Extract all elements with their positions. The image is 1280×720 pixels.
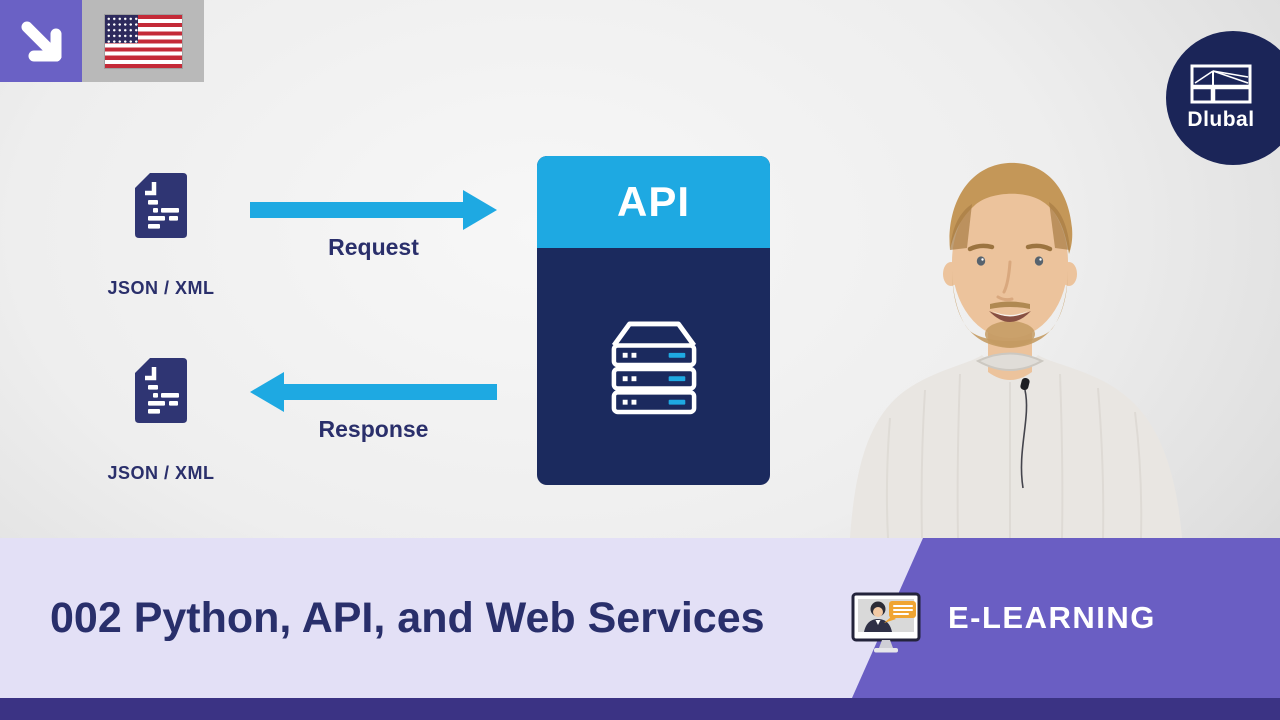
- server-stack-icon: [611, 321, 696, 414]
- json-xml-document-icon: [135, 173, 187, 238]
- api-box-title: API: [537, 156, 770, 248]
- video-title: 002 Python, API, and Web Services: [50, 593, 765, 642]
- fullscreen-corner-button[interactable]: [0, 0, 82, 82]
- output-doc-label: JSON / XML: [107, 463, 215, 483]
- input-doc-label: JSON / XML: [107, 278, 215, 298]
- json-xml-document-icon: [135, 358, 187, 423]
- dlubal-logo-text: Dlubal: [1187, 108, 1255, 131]
- bottom-accent-strip: [0, 698, 1280, 720]
- us-flag-icon: [104, 14, 182, 68]
- dlubal-logo-badge: Dlubal: [1166, 31, 1280, 165]
- presenter-photo: [850, 162, 1182, 538]
- request-label: Request: [328, 234, 419, 260]
- language-flag-button[interactable]: [82, 0, 204, 82]
- response-arrow-icon: [250, 372, 497, 412]
- elearning-ribbon: [852, 538, 1280, 698]
- elearning-badge-label: E-LEARNING: [948, 600, 1156, 635]
- us-flag-canton: [104, 14, 138, 44]
- bridge-icon: [1190, 64, 1252, 104]
- request-arrow-icon: [250, 190, 497, 230]
- api-box-body: [537, 248, 770, 485]
- api-box: API: [537, 156, 770, 485]
- elearning-monitor-icon: [851, 592, 921, 653]
- response-label: Response: [318, 416, 429, 442]
- footer-banner: 002 Python, API, and Web Services E-LEAR…: [0, 538, 1280, 698]
- arrow-down-right-icon: [21, 21, 62, 62]
